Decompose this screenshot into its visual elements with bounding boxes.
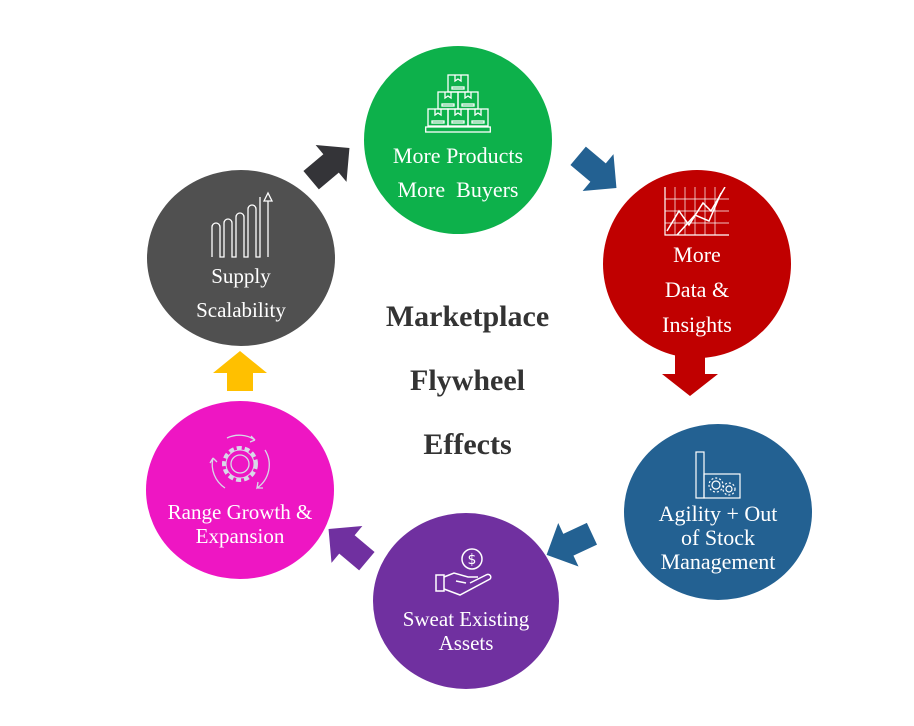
arrow-agility-to-assets	[546, 522, 598, 567]
node-label-line: Sweat Existing	[402, 607, 530, 631]
arrow-range-to-supply	[213, 351, 267, 391]
factory-gears-icon	[695, 451, 741, 499]
node-label-line: Expansion	[195, 524, 285, 548]
node-label: More Products More Buyers	[393, 139, 523, 207]
node-range-growth: Range Growth & Expansion	[146, 401, 334, 579]
hand-dollar-icon: $	[435, 548, 492, 596]
node-label: Agility + Out of Stock Management	[659, 502, 778, 574]
node-label-line: Agility + Out	[658, 501, 778, 526]
node-more-products: More Products More Buyers	[364, 46, 552, 234]
node-sweat-assets: $ Sweat Existing Assets	[373, 513, 559, 689]
node-label-line: Scalability	[196, 298, 286, 322]
node-label-line: Data &	[664, 276, 730, 302]
node-supply-scalability: Supply Scalability	[147, 170, 335, 346]
node-agility: Agility + Out of Stock Management	[624, 424, 812, 600]
svg-text:$: $	[468, 552, 477, 568]
stacked-boxes-icon	[425, 74, 491, 133]
node-label-line: More	[673, 241, 721, 267]
title-line: Marketplace	[385, 300, 550, 333]
node-label: Sweat Existing Assets	[403, 607, 530, 655]
node-label-line: of Stock	[681, 525, 755, 550]
node-label-line: Management	[660, 549, 776, 574]
arrow-assets-to-range	[328, 526, 375, 571]
node-label-line: Supply	[211, 264, 271, 288]
node-label: Supply Scalability	[196, 259, 286, 327]
node-label-line: Insights	[662, 311, 732, 337]
diagram-title: Marketplace Flywheel Effects	[340, 285, 595, 477]
arrow-products-to-data	[570, 146, 617, 191]
node-label-line: More Buyers	[397, 177, 519, 202]
node-label-line: Assets	[438, 631, 494, 655]
growth-bars-icon	[211, 191, 274, 258]
node-label-line: More Products	[392, 143, 524, 168]
node-label: More Data & Insights	[662, 237, 732, 342]
arrow-supply-to-products	[303, 145, 350, 190]
node-label: Range Growth & Expansion	[168, 500, 313, 548]
line-chart-icon	[664, 186, 729, 236]
arrow-data-to-agility	[662, 352, 718, 396]
title-line: Flywheel	[410, 364, 525, 397]
gear-cycle-icon	[209, 434, 270, 490]
node-label-line: Range Growth &	[167, 500, 313, 524]
title-line: Effects	[423, 428, 512, 461]
node-more-data: More Data & Insights	[603, 170, 791, 358]
